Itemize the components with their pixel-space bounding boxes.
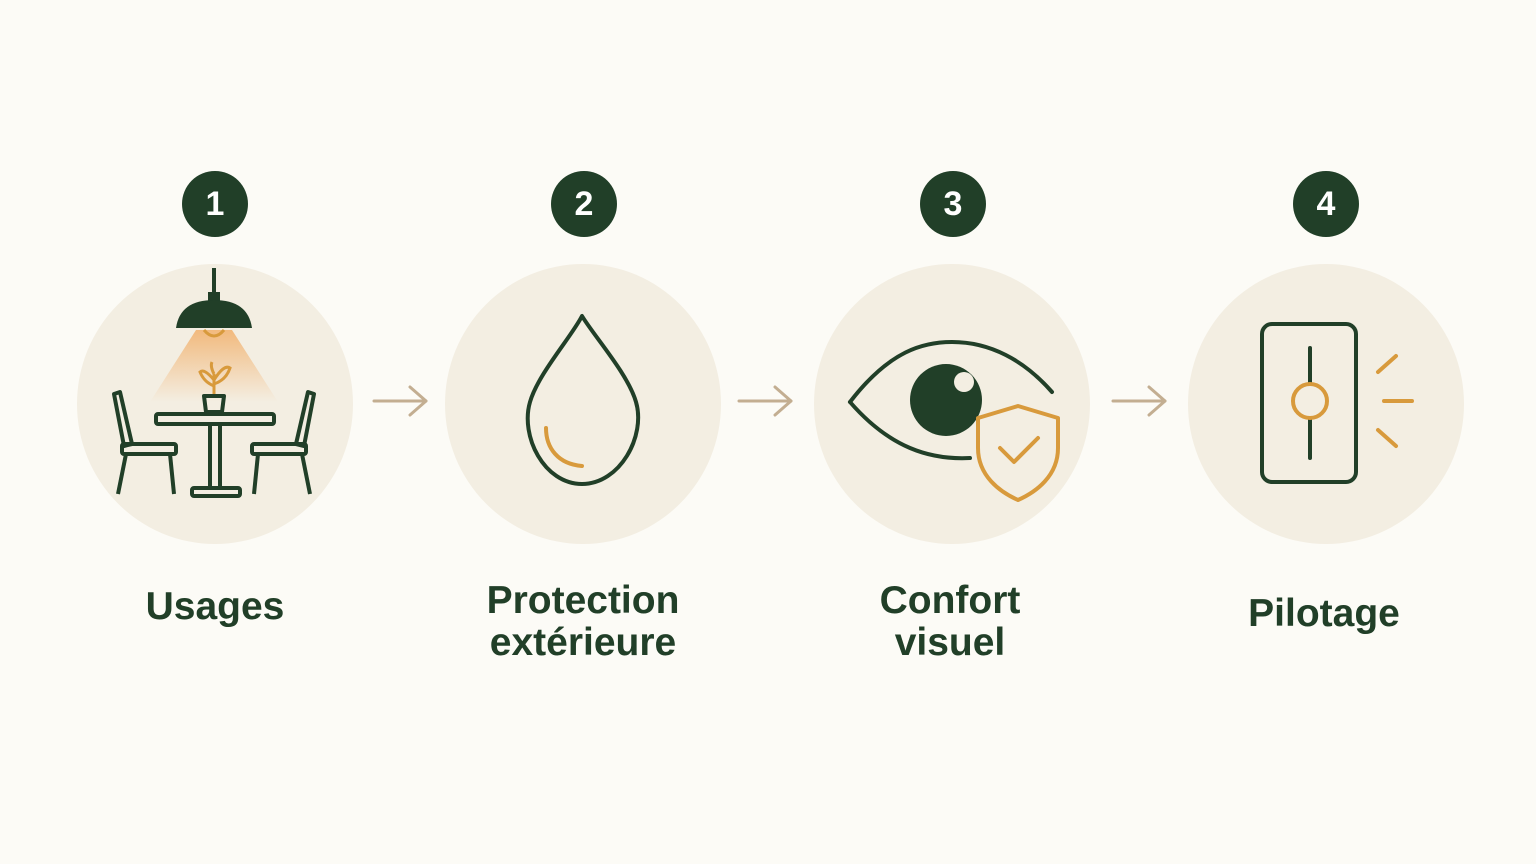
water-drop-icon — [525, 314, 641, 486]
arrow-right-icon — [737, 385, 793, 417]
step-2-disc — [445, 264, 721, 544]
step-1-badge: 1 — [182, 171, 248, 237]
step-2-label: Protection extérieure — [486, 579, 680, 664]
step-4-badge: 4 — [1293, 171, 1359, 237]
step-2-badge: 2 — [551, 171, 617, 237]
step-3-badge: 3 — [920, 171, 986, 237]
arrow-right-icon — [1111, 385, 1167, 417]
dining-table-lamp-icon — [112, 268, 316, 498]
eye-shield-icon — [848, 339, 1060, 502]
step-4-label: Pilotage — [1248, 592, 1400, 635]
control-panel-icon — [1260, 322, 1414, 484]
step-1-label: Usages — [145, 585, 285, 628]
step-3-label: Confort visuel — [879, 579, 1021, 664]
arrow-right-icon — [372, 385, 428, 417]
